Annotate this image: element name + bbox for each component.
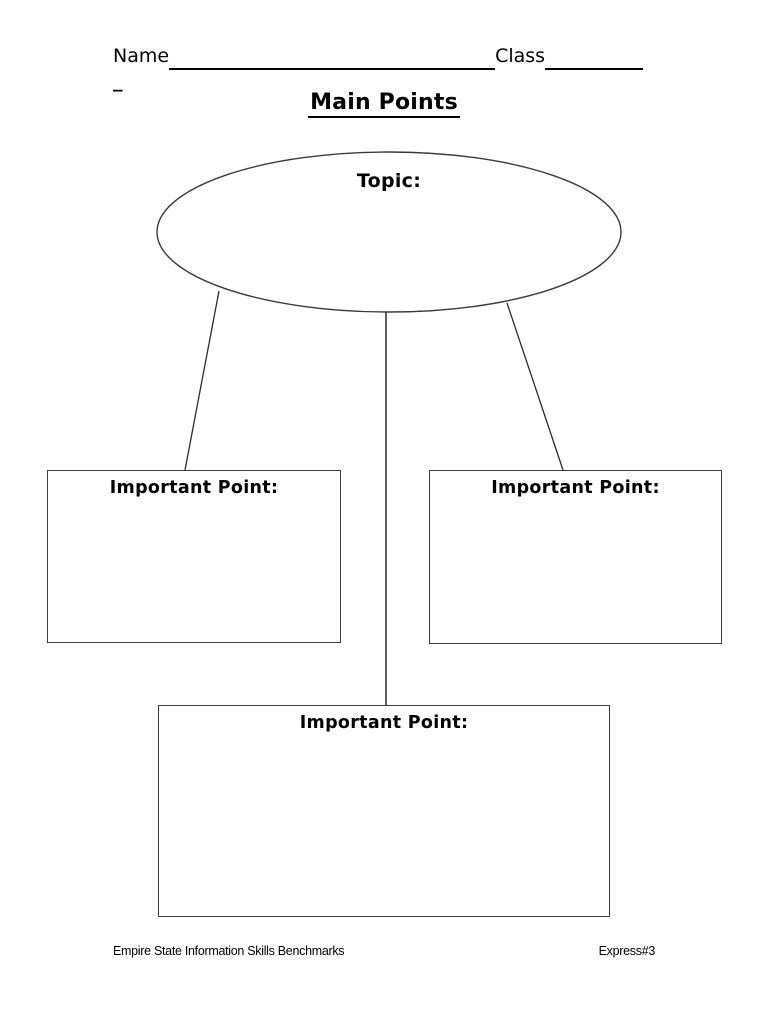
connector-line-right (506, 302, 564, 471)
class-blank-line (545, 42, 644, 70)
topic-ellipse (156, 151, 622, 313)
footer-express-number: Express#3 (598, 944, 656, 958)
class-label: Class (495, 45, 546, 67)
important-point-box-left: Important Point: (47, 470, 341, 643)
important-point-label-right: Important Point: (491, 478, 660, 498)
important-point-box-right: Important Point: (429, 470, 722, 644)
page-title: Main Points (308, 90, 460, 118)
important-point-box-bottom: Important Point: (158, 705, 610, 917)
page-title-wrap: Main Points (0, 90, 768, 118)
name-class-row: Name Class (113, 42, 644, 70)
important-point-label-bottom: Important Point: (299, 713, 469, 733)
connector-line-left (184, 290, 220, 471)
footer-benchmark-text: Empire State Information Skills Benchmar… (113, 944, 345, 958)
topic-label: Topic: (356, 170, 422, 192)
important-point-label-left: Important Point: (109, 478, 279, 498)
name-blank-line (169, 42, 496, 70)
name-label: Name (113, 45, 170, 67)
stray-underscore: _ (113, 70, 123, 92)
